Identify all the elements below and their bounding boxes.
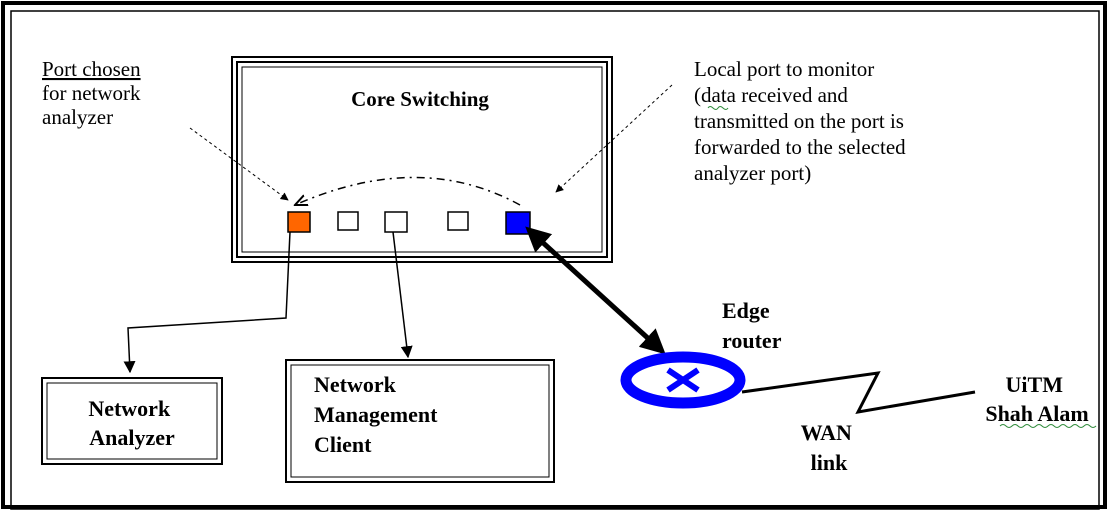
port-chosen-pointer	[189, 127, 289, 201]
local-port-label: Local port to monitor (data received and…	[694, 57, 911, 185]
local-port-line-3: transmitted on the port is	[694, 109, 904, 133]
spellcheck-squiggle	[707, 106, 729, 110]
local-port-line-4: forwarded to the selected	[694, 135, 906, 159]
local-port-line-1: Local port to monitor	[694, 57, 874, 81]
core-switching-title: Core Switching	[351, 87, 489, 111]
wan-link-line	[741, 371, 976, 414]
switch-port[interactable]	[337, 211, 359, 231]
network-analyzer-line-2: Analyzer	[89, 425, 175, 450]
uitm-line-1: UiTM	[1006, 372, 1064, 397]
management-port[interactable]	[384, 211, 408, 233]
nmc-line-2: Management	[314, 402, 438, 427]
wan-link-line-2: link	[811, 450, 848, 475]
switch-port[interactable]	[447, 211, 469, 231]
mirror-arc	[295, 176, 521, 206]
network-management-client-label: Network Management Client	[314, 372, 443, 457]
edge-router-line-1: Edge	[722, 298, 770, 323]
spellcheck-squiggle	[999, 424, 1097, 428]
wan-link-label: WAN link	[801, 420, 858, 475]
monitored-port[interactable]	[505, 211, 531, 235]
port-chosen-label: Port chosen for network analyzer	[42, 57, 146, 129]
network-analyzer-line-1: Network	[88, 396, 171, 421]
router-icon[interactable]	[620, 351, 746, 409]
uitm-label: UiTM Shah Alam	[985, 372, 1088, 426]
outer-frame-inner	[10, 10, 1100, 510]
nmc-line-3: Client	[314, 432, 372, 457]
network-management-client-box	[285, 359, 555, 483]
network-management-client-inner-border	[290, 364, 550, 478]
core-switch-box	[231, 56, 613, 263]
uplink-arrow	[525, 226, 666, 355]
uitm-line-2: Shah Alam	[985, 401, 1088, 426]
port-chosen-line-3: analyzer	[42, 105, 113, 129]
edge-router-line-2: router	[722, 328, 782, 353]
network-analyzer-box	[41, 377, 223, 465]
local-port-pointer	[555, 84, 673, 193]
nmc-line-1: Network	[314, 372, 397, 397]
wan-link-line-1: WAN	[801, 420, 852, 445]
network-analyzer-inner-border	[46, 382, 218, 460]
edge-router-label: Edge router	[722, 298, 782, 353]
network-analyzer-label: Network Analyzer	[88, 396, 175, 450]
management-connection	[392, 231, 413, 359]
port-chosen-line-1: Port chosen	[42, 57, 141, 81]
local-port-line-2: (data received and	[694, 83, 848, 107]
port-chosen-line-2: for network	[42, 81, 141, 105]
local-port-line-5: analyzer port)	[694, 161, 811, 185]
analyzer-port[interactable]	[287, 211, 311, 233]
analyzer-connection	[123, 231, 291, 374]
